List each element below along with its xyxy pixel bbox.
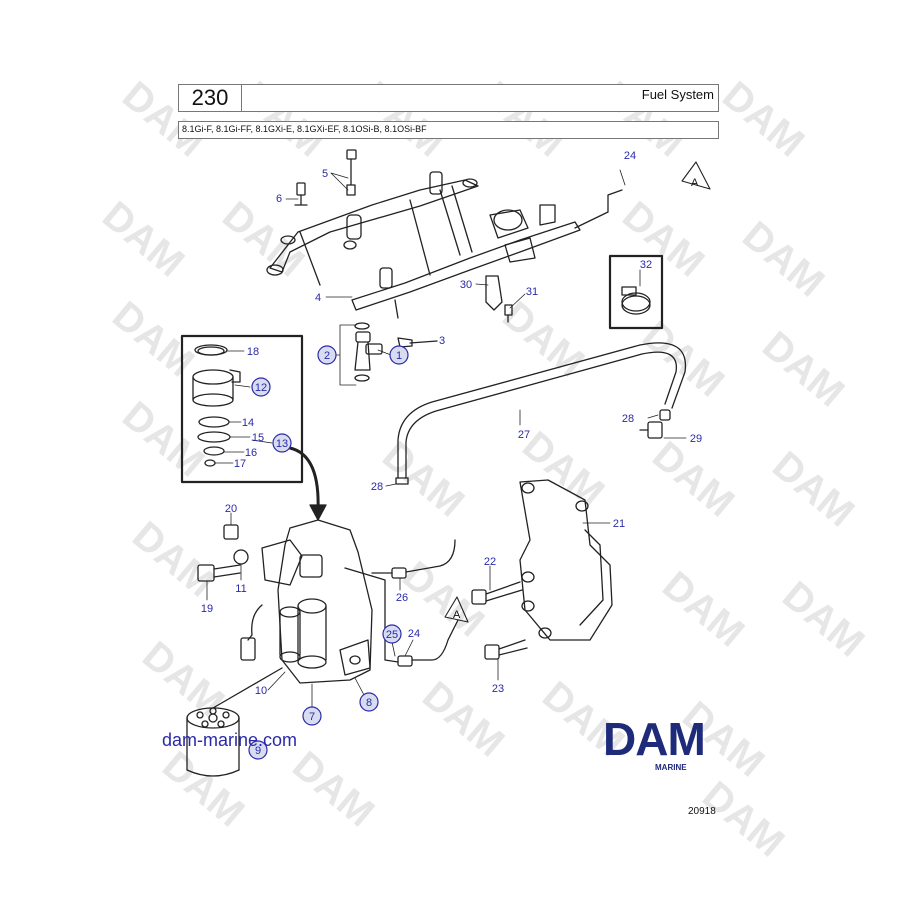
callout-25: 25 [386, 629, 398, 641]
mounting-bracket-drawing [519, 479, 613, 641]
callout-30: 30 [460, 279, 472, 291]
callout-1: 1 [396, 350, 402, 362]
callout-4: 4 [315, 292, 321, 304]
callout-20: 20 [225, 503, 237, 515]
connector-mark-bottom: A [453, 609, 461, 621]
callout-8: 8 [366, 697, 372, 709]
filter-inset-frame [180, 334, 304, 484]
callout-2: 2 [324, 350, 330, 362]
callout-circle-9 [248, 740, 268, 760]
callout-28-left: 28 [371, 481, 383, 493]
hose-clamp-drawing [621, 286, 651, 315]
callout-circle-2 [317, 345, 337, 365]
inset-arrow-line [288, 446, 320, 512]
model-header: 8.1Gi-F, 8.1Gi-FF, 8.1GXi-E, 8.1GXi-EF, … [178, 121, 719, 139]
callout-circle-13 [272, 433, 292, 453]
inset-arrow-head [309, 504, 327, 521]
callout-32: 32 [640, 259, 652, 271]
leader-lines [206, 169, 687, 711]
callout-24-bottom: 24 [408, 628, 420, 640]
fuel-hose-drawing [395, 342, 687, 485]
fuel-line-26-drawing [371, 539, 456, 579]
brand-logo-sub: MARINE [655, 763, 687, 772]
model-list: 8.1Gi-F, 8.1Gi-FF, 8.1GXi-E, 8.1GXi-EF, … [182, 124, 427, 134]
connector-triangle-bottom [444, 596, 469, 623]
callout-10: 10 [255, 685, 267, 697]
section-title: Fuel System [641, 87, 714, 102]
fasteners-drawing [197, 524, 249, 582]
callout-3: 3 [439, 335, 445, 347]
callout-11: 11 [235, 583, 246, 595]
callout-29: 29 [690, 433, 702, 445]
valve-parts-drawing [294, 149, 357, 206]
drawing-number: 20918 [688, 806, 716, 817]
callout-18: 18 [247, 346, 259, 358]
section-number: 230 [179, 85, 242, 111]
callout-27: 27 [518, 429, 530, 441]
connector-mark-top: A [691, 177, 699, 189]
callout-22: 22 [484, 556, 496, 568]
callout-16: 16 [245, 447, 257, 459]
callout-17: 17 [234, 458, 246, 470]
brand-logo: DAM [603, 713, 706, 765]
callout-12: 12 [255, 382, 267, 394]
hose-clamp-inset-frame [608, 254, 664, 330]
callout-circle-25 [382, 624, 402, 644]
callout-circle-8 [359, 692, 379, 712]
fuel-pump-module-drawing [240, 519, 459, 684]
callout-9: 9 [255, 745, 261, 757]
fuel-filter-drawing [186, 667, 283, 777]
callout-15: 15 [252, 432, 264, 444]
callout-31: 31 [526, 286, 538, 298]
callout-circles [248, 345, 409, 760]
callout-7: 7 [309, 711, 315, 723]
callout-23: 23 [492, 683, 504, 695]
callout-circle-12 [251, 377, 271, 397]
section-header: 230 Fuel System [178, 84, 719, 112]
callout-labels: 1 2 3 4 5 6 7 8 9 10 11 12 13 14 15 16 1… [201, 150, 702, 757]
fuel-rail-drawing [266, 171, 623, 319]
bolts-drawing [471, 581, 528, 660]
callout-28-right: 28 [622, 413, 634, 425]
callout-14: 14 [242, 417, 254, 429]
callout-circle-7 [302, 706, 322, 726]
callout-circle-1 [389, 345, 409, 365]
website-label: dam-marine.com [162, 730, 298, 750]
callout-19: 19 [201, 603, 213, 615]
callout-13: 13 [276, 438, 288, 450]
callout-6: 6 [276, 193, 282, 205]
callout-24-top: 24 [624, 150, 636, 162]
clamp-drawing [485, 275, 513, 323]
callout-21: 21 [613, 518, 625, 530]
filter-parts-drawing [192, 344, 241, 467]
fuel-injector-drawing [354, 322, 438, 382]
callout-26: 26 [396, 592, 408, 604]
hose-fitting-drawing [639, 409, 671, 439]
connector-triangle-top [681, 161, 711, 190]
callout-5: 5 [322, 168, 328, 180]
